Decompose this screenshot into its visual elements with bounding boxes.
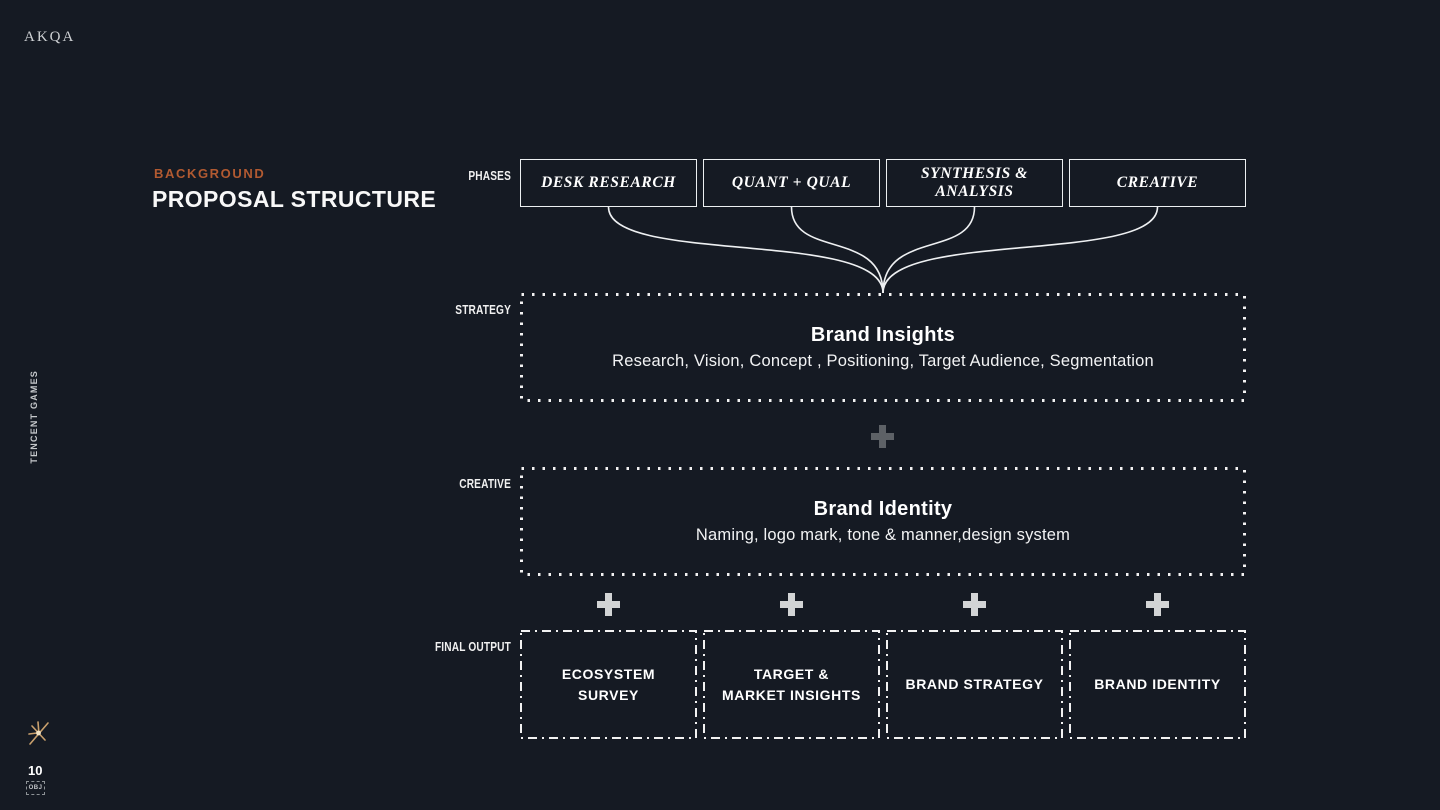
phase-box: DESK RESEARCH — [520, 159, 697, 207]
dashdot-frame — [520, 630, 697, 739]
phases-row: DESK RESEARCH QUANT + QUAL SYNTHESIS & A… — [520, 159, 1246, 207]
plus-icon — [1146, 593, 1169, 616]
strategy-title: Brand Insights — [810, 324, 956, 346]
dashdot-frame — [1069, 630, 1246, 739]
final-output-label: BRAND IDENTITY — [1094, 676, 1221, 693]
row-label-strategy: STRATEGY — [455, 302, 511, 317]
final-output-box: BRAND IDENTITY — [1069, 630, 1246, 739]
vertical-client-label: TENCENT GAMES — [29, 370, 39, 464]
phase-label: CREATIVE — [1116, 174, 1199, 192]
phase-label: DESK RESEARCH — [541, 174, 676, 192]
phase-label: QUANT + QUAL — [731, 174, 852, 192]
final-output-label: ECOSYSTEM SURVEY — [561, 666, 656, 703]
page-number: 10 — [28, 763, 43, 778]
obj-placeholder: OBJ — [26, 781, 45, 795]
sparkle-icon — [28, 721, 49, 745]
strategy-box: Brand Insights Research, Vision, Concept… — [520, 293, 1246, 402]
plus-icon — [780, 593, 803, 616]
creative-title: Brand Identity — [813, 498, 953, 520]
akqa-logo: AKQA — [24, 29, 76, 45]
phase-label: SYNTHESIS & ANALYSIS — [921, 165, 1028, 200]
plus-icon — [597, 593, 620, 616]
dashdot-frame — [703, 630, 880, 739]
final-output-box: TARGET & MARKET INSIGHTS — [703, 630, 880, 739]
dotted-frame — [520, 467, 1246, 576]
final-output-box: BRAND STRATEGY — [886, 630, 1063, 739]
final-output-label: BRAND STRATEGY — [905, 676, 1044, 693]
creative-box: Brand Identity Naming, logo mark, tone &… — [520, 467, 1246, 576]
final-output-label: TARGET & MARKET INSIGHTS — [722, 666, 861, 703]
strategy-subtitle: Research, Vision, Concept , Positioning,… — [612, 352, 1154, 370]
creative-subtitle: Naming, logo mark, tone & manner,design … — [695, 526, 1071, 544]
page-title: PROPOSAL STRUCTURE — [152, 186, 437, 212]
convergence-lines — [607, 207, 1159, 294]
dashdot-frame — [886, 630, 1063, 739]
row-label-final-output: FINAL OUTPUT — [434, 639, 511, 654]
phase-box: QUANT + QUAL — [703, 159, 880, 207]
phase-box: CREATIVE — [1069, 159, 1246, 207]
plus-icon — [963, 593, 986, 616]
row-label-phases: PHASES — [468, 168, 511, 183]
plus-icon — [871, 425, 894, 448]
phase-box: SYNTHESIS & ANALYSIS — [886, 159, 1063, 207]
row-label-creative: CREATIVE — [459, 476, 511, 491]
section-eyebrow: BACKGROUND — [154, 166, 266, 181]
final-output-row: ECOSYSTEM SURVEY TARGET & MARKET INSIGHT… — [520, 630, 1246, 739]
final-output-box: ECOSYSTEM SURVEY — [520, 630, 697, 739]
dotted-frame — [520, 293, 1246, 402]
